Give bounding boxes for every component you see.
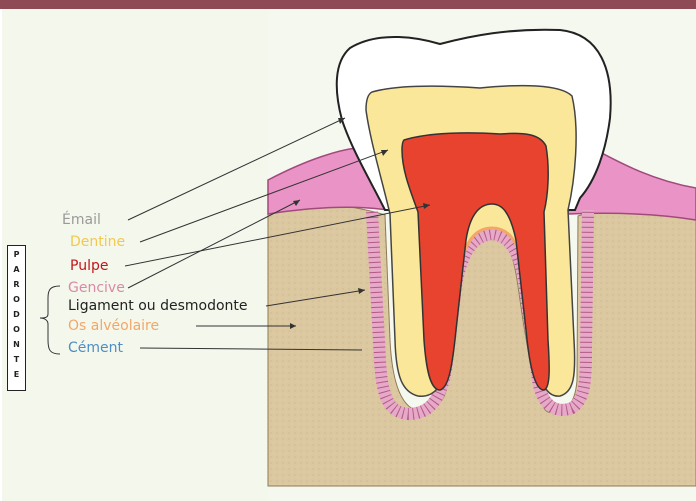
parodonte-letter: D xyxy=(8,310,25,320)
label-pulpe: Pulpe xyxy=(70,258,108,274)
parodonte-letter: R xyxy=(8,280,25,290)
label-ligament: Ligament ou desmodonte xyxy=(68,298,248,314)
parodonte-letter: P xyxy=(8,250,25,260)
label-os-alveolaire: Os alvéolaire xyxy=(68,318,159,334)
parodonte-letter: A xyxy=(8,265,25,275)
label-email: Émail xyxy=(62,212,101,228)
parodonte-letter: E xyxy=(8,370,25,380)
parodonte-bracket xyxy=(40,286,60,354)
parodonte-letter: O xyxy=(8,295,25,305)
label-dentine: Dentine xyxy=(70,234,125,250)
parodonte-letter: O xyxy=(8,325,25,335)
parodonte-letter: N xyxy=(8,340,25,350)
parodonte-box: P A R O D O N T E xyxy=(7,245,26,391)
label-gencive: Gencive xyxy=(68,280,125,296)
label-cement: Cément xyxy=(68,340,123,356)
parodonte-letter: T xyxy=(8,355,25,365)
